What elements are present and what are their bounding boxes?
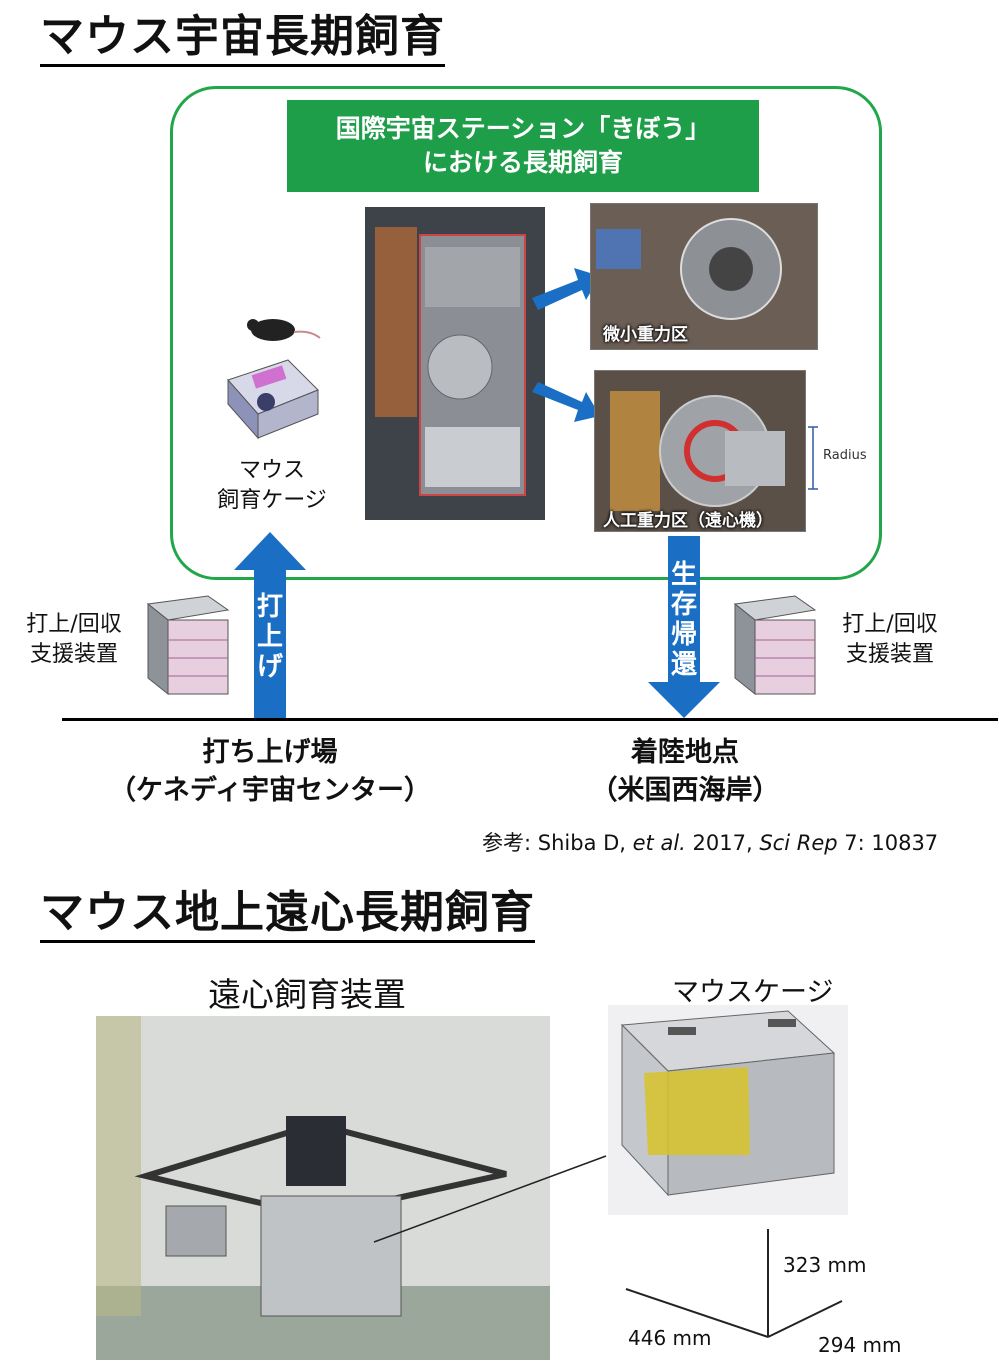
launch-site-name: 打ち上げ場 [202, 737, 338, 768]
reference-year: 2017, [685, 831, 760, 855]
iss-header-box: 国際宇宙ステーション「きぼう」 における長期飼育 [287, 100, 759, 192]
reference-prefix: 参考: [482, 831, 538, 855]
return-char-3: 帰 [670, 620, 697, 650]
space-section-title: マウス宇宙長期飼育 [40, 12, 445, 67]
support-left-label: 打上/回収 支援装置 [4, 610, 144, 670]
reference-etal: et al. [632, 831, 686, 855]
centrifuge-device-label: 遠心飼育装置 [208, 975, 406, 1014]
artificial-gravity-photo [594, 370, 806, 532]
landing-site: 着陸地点 （米国西海岸） [500, 734, 870, 810]
reference-rest: 7: 10837 [837, 831, 939, 855]
height-dimension: 323 mm [783, 1253, 867, 1277]
launch-char-3: げ [256, 652, 283, 682]
cage-label-line2: 飼育ケージ [217, 488, 327, 513]
support-left-line1: 打上/回収 [26, 612, 122, 637]
launch-arrow-label: 打 上 げ [252, 592, 288, 682]
microgravity-label: 微小重力区 [603, 325, 688, 345]
iss-hardware-photo [365, 207, 545, 520]
return-arrow-label: 生 存 帰 還 [666, 560, 702, 680]
reference-journal: Sci Rep [759, 831, 838, 855]
iss-header-line1: 国際宇宙ステーション「きぼう」 [335, 114, 711, 143]
ground-line [62, 718, 998, 721]
artificial-gravity-label: 人工重力区（遠心機） [603, 511, 773, 531]
launch-char-1: 打 [256, 592, 283, 622]
return-char-1: 生 [670, 560, 697, 590]
launch-arrow [234, 532, 306, 718]
arrow-to-microgravity [532, 268, 600, 310]
landing-site-name: 着陸地点 [631, 737, 739, 768]
landing-site-location: （米国西海岸） [590, 775, 780, 806]
length-axis [625, 1288, 769, 1338]
return-char-4: 還 [670, 650, 697, 680]
support-device-right-icon [733, 595, 817, 696]
support-right-line2: 支援装置 [845, 642, 934, 667]
cage-icon [227, 359, 319, 440]
ground-section-title: マウス地上遠心長期飼育 [40, 888, 535, 943]
cage-label-line1: マウス [238, 458, 305, 483]
cage-label: マウス 飼育ケージ [192, 456, 352, 516]
return-char-2: 存 [670, 590, 697, 620]
dimension-axes [625, 1229, 843, 1338]
launch-char-2: 上 [256, 622, 283, 652]
width-dimension: 294 mm [818, 1333, 902, 1357]
diagonal-arrows [532, 268, 600, 422]
arrow-to-artificial-gravity [532, 382, 600, 422]
width-axis [767, 1300, 843, 1338]
mouse-cage-label: マウスケージ [672, 977, 834, 1008]
radius-label: Radius [823, 448, 867, 463]
radius-indicator [808, 426, 818, 490]
mouse-cage-illustration [227, 319, 321, 440]
length-dimension: 446 mm [628, 1326, 712, 1350]
launch-site: 打ち上げ場 （ケネディ宇宙センター） [70, 734, 470, 810]
mouse-cage-render [608, 1005, 848, 1215]
launch-site-location: （ケネディ宇宙センター） [108, 775, 432, 806]
return-arrow [648, 536, 720, 718]
mouse-icon [247, 319, 321, 341]
microgravity-photo [590, 203, 818, 350]
support-right-line1: 打上/回収 [842, 612, 938, 637]
support-device-left-icon [146, 595, 230, 696]
support-right-label: 打上/回収 支援装置 [820, 610, 960, 670]
support-left-line2: 支援装置 [29, 642, 118, 667]
reference-citation: 参考: Shiba D, et al. 2017, Sci Rep 7: 108… [482, 827, 938, 857]
centrifuge-photo [96, 1016, 550, 1360]
reference-authors: Shiba D, [537, 831, 633, 855]
callout-line [373, 1155, 607, 1243]
iss-header-line2: における長期飼育 [422, 148, 623, 177]
